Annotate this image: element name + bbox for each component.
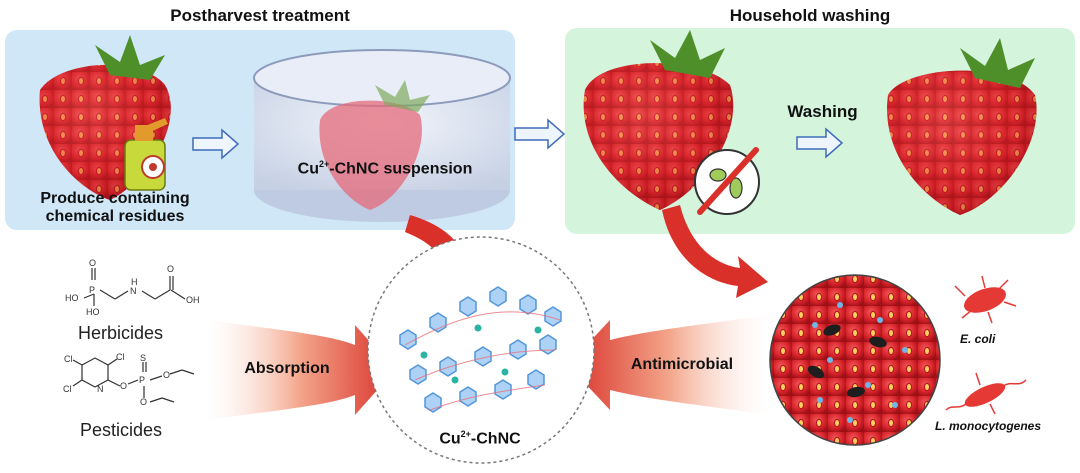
flow-arrow-icon	[192, 128, 240, 160]
pesticides-label: Pesticides	[80, 420, 163, 440]
absorption-label: Absorption	[244, 360, 330, 377]
herbicide-atoms: O P HO HO N H O OH	[65, 258, 200, 317]
listeria-label: L. monocytogenes	[935, 419, 1042, 433]
atom-label: HO	[65, 293, 79, 303]
suspension-label-suffix: -ChNC suspension	[329, 160, 473, 178]
petri-dish-icon	[253, 49, 511, 222]
antimicrobial-label: Antimicrobial	[630, 356, 734, 373]
spray-bottle-icon	[124, 118, 168, 191]
flow-arrow-icon	[514, 118, 566, 150]
atom-label: HO	[86, 307, 100, 317]
atom-label: O	[120, 381, 127, 391]
atom-label: P	[139, 375, 145, 385]
pesticide-atoms: Cl Cl Cl N O P S O O	[63, 352, 170, 407]
atom-label: O	[140, 397, 147, 407]
atom-label: S	[140, 353, 146, 363]
e-coli-label: E. coli	[960, 332, 996, 346]
produce-label-line2: chemical residues	[45, 207, 185, 225]
e-coli-bacterium-icon	[954, 275, 1017, 324]
curved-arrow-to-strawberry-icon	[662, 205, 768, 298]
household-washing-title: Household washing	[729, 6, 891, 25]
herbicides-label: Herbicides	[78, 323, 164, 343]
produce-label-line1: Produce containing	[40, 190, 190, 207]
cu-chnc-circle	[367, 236, 595, 464]
center-label-suffix: -ChNC	[470, 430, 521, 448]
atom-label: N	[97, 384, 104, 394]
atom-label: Cl	[63, 384, 72, 394]
atom-label: O	[163, 370, 170, 380]
atom-label: Cl	[64, 354, 73, 364]
atom-label: Cl	[116, 352, 125, 362]
suspension-label-sup: 2+	[318, 159, 330, 169]
absorption-arrow-icon	[205, 320, 395, 420]
no-bacteria-icon	[694, 147, 760, 215]
atom-label: O	[167, 264, 174, 274]
washing-label: Washing	[787, 102, 858, 121]
washing-arrow-icon	[796, 127, 844, 159]
suspension-label: Cu2+-ChNC suspension	[265, 159, 505, 178]
clean-strawberry-icon	[887, 38, 1037, 215]
atom-label: OH	[186, 295, 200, 305]
center-label: Cu2+-ChNC	[420, 429, 540, 448]
atom-label: N	[130, 286, 137, 296]
atom-label: H	[131, 277, 138, 287]
pesticide-molecule	[72, 357, 195, 403]
listeria-bacterium-icon	[945, 372, 1027, 415]
herbicide-molecule	[83, 268, 186, 306]
postharvest-title: Postharvest treatment	[170, 6, 350, 25]
center-label-prefix: Cu	[439, 430, 461, 448]
center-label-sup: 2+	[460, 429, 471, 439]
strawberry-surface-closeup	[769, 274, 941, 446]
suspension-label-prefix: Cu	[297, 160, 319, 178]
atom-label: O	[89, 258, 96, 268]
atom-label: P	[89, 285, 95, 295]
antimicrobial-arrow-icon	[568, 315, 770, 415]
produce-label: Produce containing chemical residues	[10, 190, 220, 225]
